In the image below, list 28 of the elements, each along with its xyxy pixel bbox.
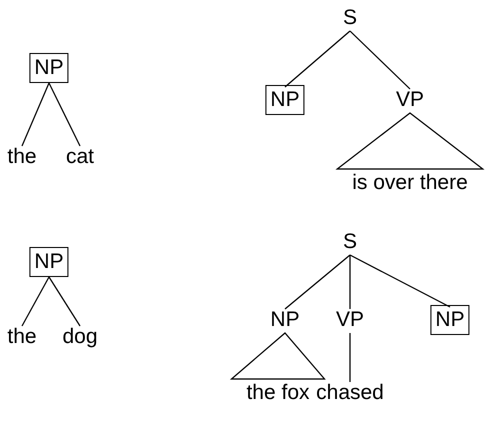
branch-line [48, 82, 81, 146]
branch-line [21, 276, 50, 326]
roof-triangle [230, 332, 326, 380]
word-label: chased [313, 380, 387, 406]
boxed-node-label: NP [430, 305, 470, 335]
node-label: VP [333, 307, 367, 333]
branch-line [349, 333, 351, 382]
roof-triangle [335, 112, 485, 170]
word-label: the [4, 144, 40, 170]
branch-line [350, 30, 410, 90]
boxed-node-label: NP [29, 247, 69, 277]
node-label: S [340, 229, 360, 255]
node-label: NP [267, 307, 303, 333]
branch-line [21, 82, 50, 146]
word-label: the [4, 324, 40, 350]
node-label: VP [393, 87, 427, 113]
word-label: cat [63, 144, 97, 170]
branch-line [284, 254, 350, 310]
branch-line [284, 30, 350, 88]
word-label: the fox [243, 380, 313, 406]
branch-line [349, 255, 351, 309]
node-label: S [340, 5, 360, 31]
word-label: is over there [349, 170, 471, 196]
boxed-node-label: NP [29, 53, 69, 83]
boxed-node-label: NP [265, 85, 305, 115]
branch-line [350, 254, 450, 308]
word-label: dog [59, 324, 101, 350]
branch-line [48, 276, 80, 326]
